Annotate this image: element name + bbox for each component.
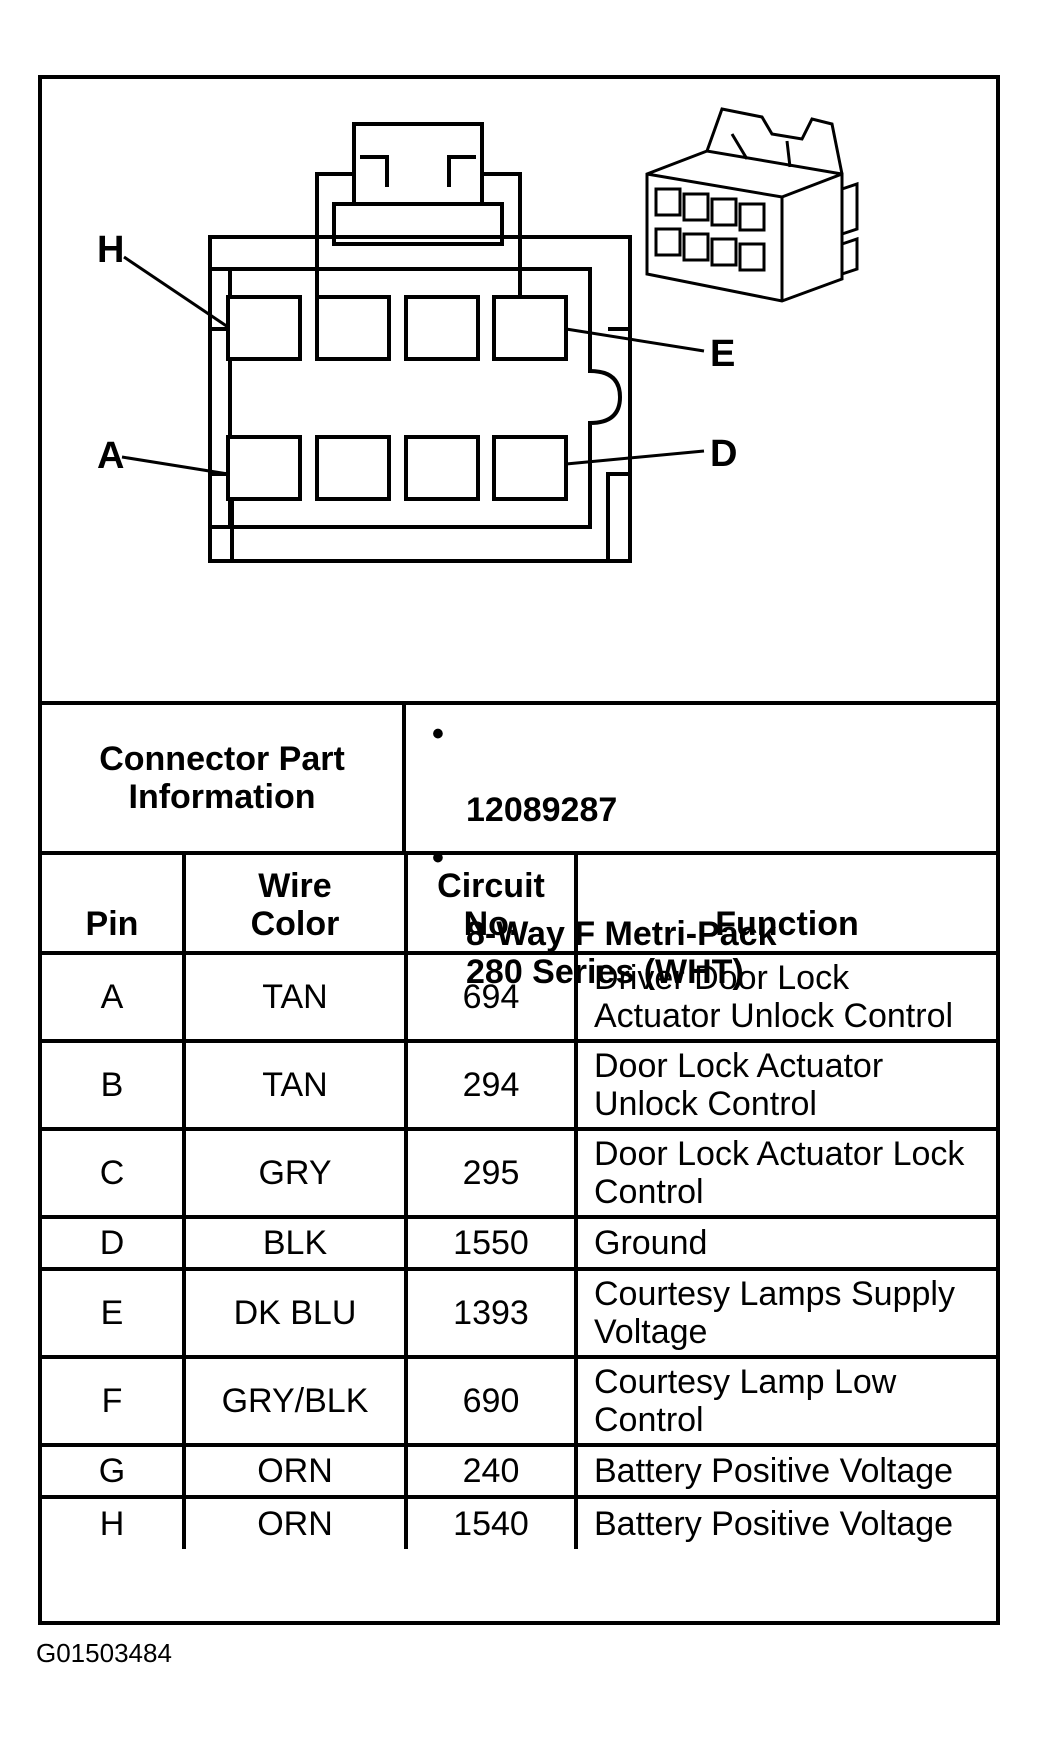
cell-wire-color: BLK: [182, 1215, 408, 1271]
pin-label-d: D: [710, 433, 738, 475]
table-header-row: Pin Wire Color Circuit No. Function: [42, 855, 996, 955]
bullet: •: [432, 715, 444, 753]
cell-pin: B: [42, 1039, 186, 1131]
cell-circuit: 694: [404, 951, 578, 1043]
cell-wire-color: DK BLU: [182, 1267, 408, 1359]
pin-label-h: H: [97, 229, 125, 271]
latch-outline: [315, 122, 522, 327]
part-number-item: • 12089287: [432, 715, 996, 829]
cell-function: Driver Door Lock Actuator Unlock Control: [574, 951, 996, 1043]
cell-pin: G: [42, 1443, 186, 1499]
cell-function: Door Lock Actuator Unlock Control: [574, 1039, 996, 1131]
cell-pin: A: [42, 951, 186, 1043]
cell-pin: C: [42, 1127, 186, 1219]
cell-function: Door Lock Actuator Lock Control: [574, 1127, 996, 1219]
cell-pin: D: [42, 1215, 186, 1271]
cell-wire-color: TAN: [182, 951, 408, 1043]
cell-wire-color: ORN: [182, 1495, 408, 1549]
part-number: 12089287: [466, 791, 618, 829]
cell-wire-color: GRY: [182, 1127, 408, 1219]
header-function: Function: [574, 855, 996, 955]
pin-label-e: E: [710, 333, 736, 375]
cell-pin: F: [42, 1355, 186, 1447]
connector-isometric-view: [645, 107, 859, 303]
cell-circuit: 240: [404, 1443, 578, 1499]
connector-part-info: Connector Part Information • 12089287 • …: [42, 705, 996, 991]
pin-label-a: A: [97, 435, 125, 477]
cell-function: Courtesy Lamps Supply Voltage: [574, 1267, 996, 1359]
cell-pin: E: [42, 1267, 186, 1359]
header-circuit: Circuit No.: [404, 855, 578, 955]
cell-circuit: 1540: [404, 1495, 578, 1549]
cell-wire-color: ORN: [182, 1443, 408, 1499]
part-info-label: Connector Part Information: [42, 705, 406, 851]
cell-function: Battery Positive Voltage: [574, 1495, 996, 1549]
cell-circuit: 1393: [404, 1267, 578, 1359]
cell-wire-color: GRY/BLK: [182, 1355, 408, 1447]
connector-figure: H E A D Connector Part Information • 120…: [38, 75, 1000, 1625]
part-info-list: • 12089287 • 8-Way F Metri-Pack 280 Seri…: [406, 705, 996, 991]
cell-function: Battery Positive Voltage: [574, 1443, 996, 1499]
terminal-cavities: [226, 295, 568, 501]
housing-inner: [228, 267, 623, 529]
cell-wire-color: TAN: [182, 1039, 408, 1131]
cell-circuit: 690: [404, 1355, 578, 1447]
cell-pin: H: [42, 1495, 186, 1549]
cell-circuit: 294: [404, 1039, 578, 1131]
cell-circuit: 1550: [404, 1215, 578, 1271]
header-wire-color: Wire Color: [182, 855, 408, 955]
figure-id: G01503484: [36, 1638, 172, 1668]
pin-leader-lines: [121, 255, 705, 476]
housing-outer: [208, 235, 632, 563]
connector-face-diagram: H E A D: [42, 79, 996, 705]
cell-function: Courtesy Lamp Low Control: [574, 1355, 996, 1447]
cell-function: Ground: [574, 1215, 996, 1271]
connector-face-drawing: [121, 107, 859, 563]
header-pin: Pin: [42, 855, 186, 955]
cell-circuit: 295: [404, 1127, 578, 1219]
